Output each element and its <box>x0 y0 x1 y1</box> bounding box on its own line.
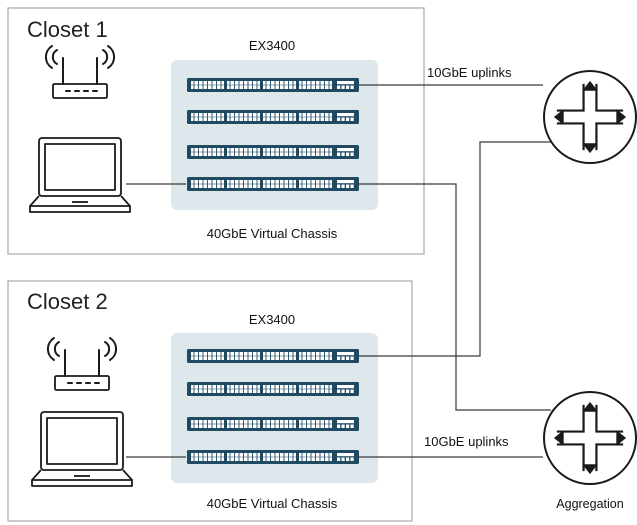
closet-2-chassis <box>171 333 378 483</box>
closet-1-switch-label: EX3400 <box>249 38 295 53</box>
closet-2-uplink-label: 10GbE uplinks <box>424 434 509 449</box>
closet-1-chassis-label: 40GbE Virtual Chassis <box>207 226 338 241</box>
router-icon <box>543 70 637 164</box>
closet-2: Closet 2 EX3400 40GbE Virtual Ch <box>7 280 509 522</box>
switch-icon <box>187 450 359 464</box>
closet-1-uplink-label: 10GbE uplinks <box>427 65 512 80</box>
closet-1-uplink-bottom <box>358 183 551 411</box>
closet-2-uplink-top <box>358 141 551 357</box>
switch-icon <box>187 78 359 92</box>
closet-2-switch-stack <box>187 349 359 464</box>
closet-1: Closet 1 EX3400 40GbE Virtual Ch <box>7 7 512 255</box>
switch-icon <box>187 145 359 159</box>
closet-2-frame <box>7 280 413 522</box>
closet-2-switch-label: EX3400 <box>249 312 295 327</box>
laptop-icon <box>31 411 133 487</box>
laptop-icon <box>29 137 131 213</box>
aggregation-label: Aggregation <box>556 497 623 511</box>
closet-1-frame <box>7 7 425 255</box>
router-icon <box>543 391 637 485</box>
closet-2-chassis-label: 40GbE Virtual Chassis <box>207 496 338 511</box>
switch-icon <box>187 349 359 363</box>
wifi-access-point-icon <box>47 337 117 391</box>
wifi-access-point-icon <box>45 45 115 99</box>
switch-icon <box>187 382 359 396</box>
switch-icon <box>187 110 359 124</box>
switch-icon <box>187 417 359 431</box>
switch-icon <box>187 177 359 191</box>
closet-1-chassis <box>171 60 378 210</box>
closet-1-title: Closet 1 <box>27 17 108 42</box>
closet-2-title: Closet 2 <box>27 289 108 314</box>
cabling <box>126 84 551 458</box>
closet-1-switch-stack <box>187 78 359 191</box>
